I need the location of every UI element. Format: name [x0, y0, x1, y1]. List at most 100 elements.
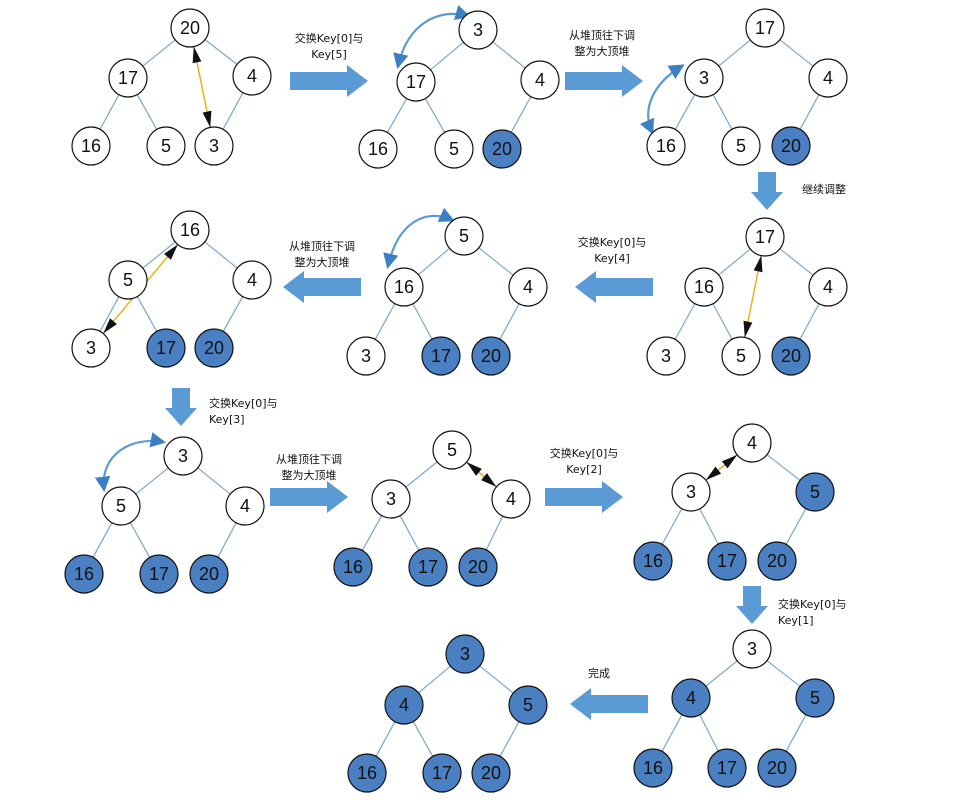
tree-edge	[499, 303, 520, 340]
node-circle	[371, 479, 411, 519]
node-circle	[358, 129, 398, 169]
node-value: 16	[394, 277, 414, 297]
heap-node: 4	[232, 56, 272, 96]
node-value: 4	[535, 70, 545, 90]
label-adjust2: 整为大顶堆	[295, 255, 350, 269]
tree-edge	[785, 714, 807, 752]
node-value: 3	[209, 136, 219, 156]
tree-edge	[674, 94, 696, 130]
node-circle	[189, 554, 229, 594]
heap-node: 20	[170, 8, 210, 48]
label-swap0-5: 交换Key[0]与	[295, 31, 364, 45]
heap-node: 4	[225, 486, 265, 526]
heap-node: 16	[170, 210, 210, 250]
node-circle	[757, 541, 797, 581]
node-value: 17	[149, 564, 169, 584]
tree-edge	[222, 92, 244, 130]
heap-node: 3	[684, 58, 724, 98]
node-value: 5	[810, 688, 820, 708]
tree-edge	[361, 515, 383, 551]
node-circle	[422, 753, 462, 793]
swap-indicator	[705, 454, 738, 481]
node-value: 4	[506, 489, 516, 509]
sorted-node: 20	[194, 328, 234, 368]
node-circle	[471, 336, 511, 376]
node-circle	[471, 753, 511, 793]
node-circle	[633, 541, 673, 581]
node-circle	[444, 216, 484, 256]
node-circle	[421, 336, 461, 376]
heap-node: 3	[671, 472, 711, 512]
tree-edge	[674, 303, 696, 340]
node-value: 16	[643, 551, 663, 571]
tree-edge	[712, 94, 733, 130]
node-value: 5	[447, 440, 457, 460]
node-circle	[732, 423, 772, 463]
step-6-edges	[99, 241, 244, 332]
node-circle	[139, 554, 179, 594]
node-circle	[347, 753, 387, 793]
sorted-node: 20	[482, 129, 522, 169]
node-circle	[732, 629, 772, 669]
node-circle	[795, 472, 835, 512]
node-circle	[163, 436, 203, 476]
tree-edge	[766, 454, 801, 481]
node-circle	[225, 486, 265, 526]
node-value: 17	[156, 338, 176, 358]
tree-edge	[485, 515, 504, 551]
sorted-node: 20	[189, 554, 229, 594]
node-circle	[458, 547, 498, 587]
node-value: 20	[781, 136, 801, 156]
heap-node: 17	[745, 8, 785, 48]
tree-edge	[718, 39, 751, 67]
node-value: 16	[656, 136, 676, 156]
node-value: 17	[717, 758, 737, 778]
heap-node: 3	[458, 10, 498, 50]
node-circle	[684, 58, 724, 98]
sorted-node: 20	[771, 336, 811, 376]
sorted-node: 3	[445, 634, 485, 674]
tree-edge	[197, 467, 231, 495]
node-value: 4	[247, 270, 257, 290]
label-adjust1: 整为大顶堆	[575, 44, 630, 58]
sorted-node: 16	[64, 554, 104, 594]
sorted-node: 17	[421, 336, 461, 376]
heap-node: 17	[108, 58, 148, 98]
tree-edge	[412, 303, 433, 340]
tree-edge	[510, 96, 532, 133]
tree-edge	[204, 241, 238, 269]
swap-curve-arrow	[94, 432, 167, 493]
node-value: 17	[717, 551, 737, 571]
heap-node: 3	[371, 479, 411, 519]
node-circle	[194, 328, 234, 368]
node-circle	[384, 267, 424, 307]
node-value: 17	[406, 72, 426, 92]
node-circle	[482, 129, 522, 169]
node-circle	[721, 126, 761, 166]
tree-edge	[142, 39, 176, 67]
tree-edge	[405, 461, 438, 488]
node-value: 16	[694, 277, 714, 297]
node-circle	[346, 336, 386, 376]
sorted-node: 17	[422, 753, 462, 793]
tree-edge	[699, 508, 719, 545]
node-circle	[808, 58, 848, 98]
node-circle	[795, 678, 835, 718]
sorted-node: 5	[508, 685, 548, 725]
tree-edge	[418, 247, 450, 276]
sorted-node: 5	[795, 678, 835, 718]
tree-edge	[222, 296, 244, 332]
node-circle	[333, 547, 373, 587]
tree-edge	[136, 296, 158, 332]
tree-edge	[785, 508, 807, 545]
node-circle	[108, 260, 148, 300]
heap-node: 5	[101, 486, 141, 526]
sorted-node: 20	[471, 336, 511, 376]
label-swap0-2: 交换Key[0]与	[550, 446, 619, 460]
node-circle	[232, 56, 272, 96]
label-done: 完成	[588, 666, 610, 680]
step-1-edges	[99, 39, 244, 130]
